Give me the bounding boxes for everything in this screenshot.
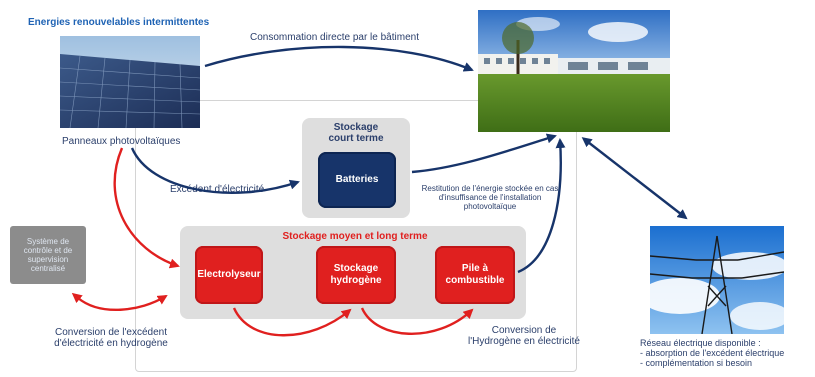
grid-caption: Réseau électrique disponible : - absorpt… [640,338,784,368]
grid-caption-title: Réseau électrique disponible : [640,338,761,348]
solar-caption: Panneaux photovoltaïques [62,136,181,147]
arrow-direct-consumption [204,45,474,72]
fuel-cell-box: Pile à combustible [435,246,515,304]
grid-item: - absorption de l'excédent électrique [640,348,785,358]
renewables-title: Energies renouvelables intermittentes [28,17,210,28]
batteries-box: Batteries [318,152,396,208]
arrow-grid-building [581,137,688,220]
excess-electricity-label: Excédent d'électricité [170,184,265,195]
solar-panels-image [60,36,200,128]
direct-consumption-label: Consommation directe par le bâtiment [250,32,419,43]
supervision-system-box: Système de contrôle et de supervision ce… [10,226,86,284]
building-image [478,10,670,132]
restitution-label: Restitution de l'énergie stockée en cas … [421,184,559,211]
conversion-right-label: Conversion de l'Hydrogène en électricité [468,325,580,347]
short-term-storage-title: Stockage court terme [328,122,384,144]
mid-long-term-storage-title: Stockage moyen et long terme [282,231,428,242]
electrolyser-box: Electrolyseur [195,246,263,304]
conversion-left-label: Conversion de l'excédent d'électricité e… [54,327,168,349]
power-grid-image [650,226,784,334]
grid-item: - complémentation si besoin [640,358,753,368]
hydrogen-storage-box: Stockage hydrogène [316,246,396,304]
